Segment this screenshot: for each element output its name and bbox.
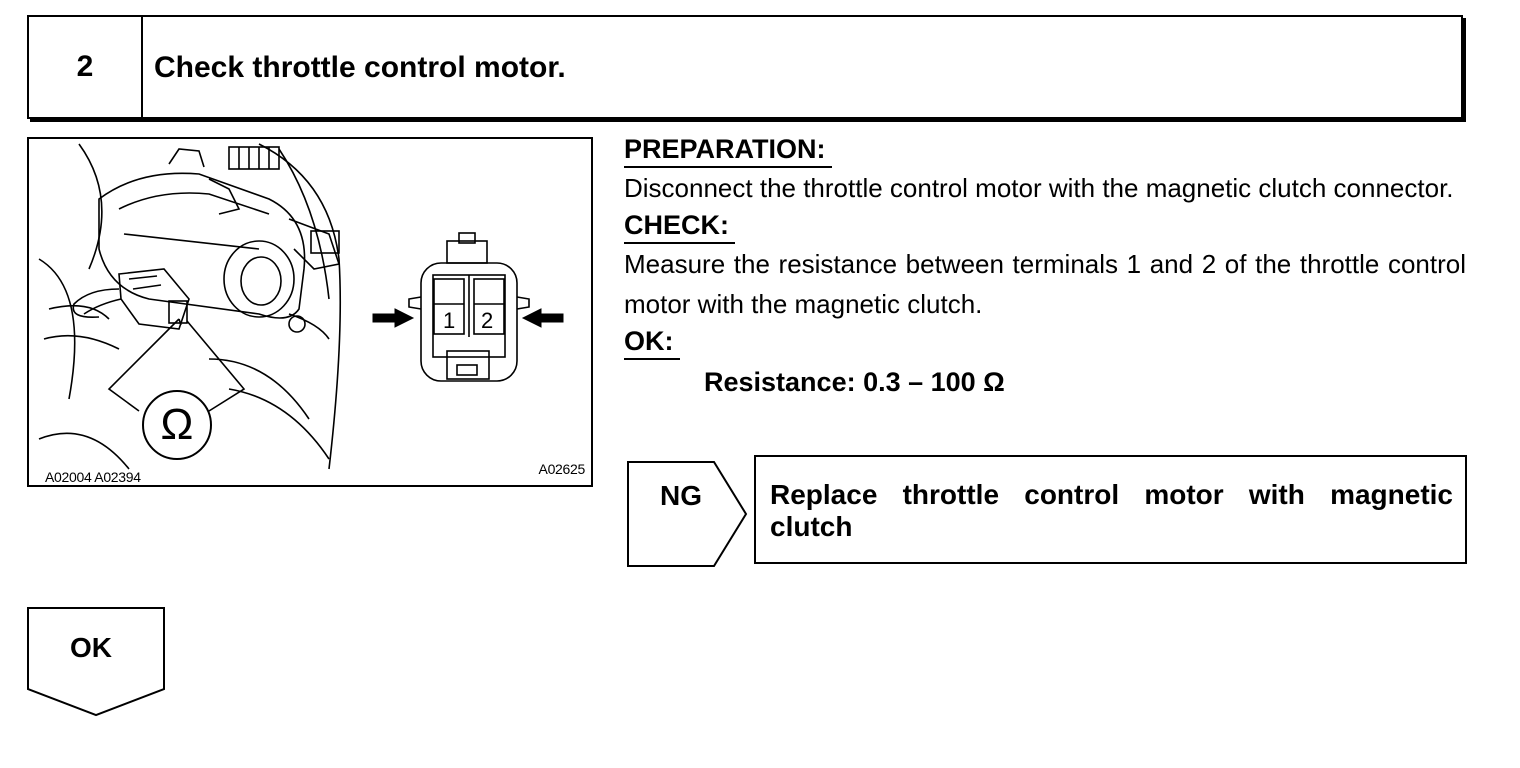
ok-label: OK	[70, 632, 112, 663]
ok-tag-shape	[27, 607, 165, 717]
ng-tag-shape	[627, 461, 748, 567]
throttle-motor-drawing	[38, 143, 564, 470]
instructions: PREPARATION: Disconnect the throttle con…	[624, 132, 1466, 402]
step-title: Check throttle control motor.	[154, 51, 566, 84]
preparation-label: PREPARATION:	[624, 132, 832, 168]
ng-label: NG	[660, 480, 702, 511]
step-number: 2	[29, 17, 143, 117]
ng-action-box: Replace throttle control motor with magn…	[754, 455, 1467, 564]
figure-code-left: A02004 A02394	[45, 469, 141, 485]
terminal-label-1: 1	[443, 308, 456, 333]
check-text: Measure the resistance between terminals…	[624, 249, 1466, 319]
check-label: CHECK:	[624, 208, 735, 244]
connector-illustration: 1 2 Ω A02004 A02394 A02625	[27, 137, 593, 487]
ohmmeter-icon: Ω	[160, 400, 194, 449]
preparation-text: Disconnect the throttle control motor wi…	[624, 173, 1454, 203]
ok-spec-label: OK:	[624, 324, 680, 360]
figure-code-right: A02625	[538, 461, 586, 477]
step-header: 2 Check throttle control motor.	[27, 15, 1463, 119]
resistance-spec: Resistance: 0.3 – 100 Ω	[704, 367, 1005, 397]
terminal-label-2: 2	[481, 308, 494, 333]
